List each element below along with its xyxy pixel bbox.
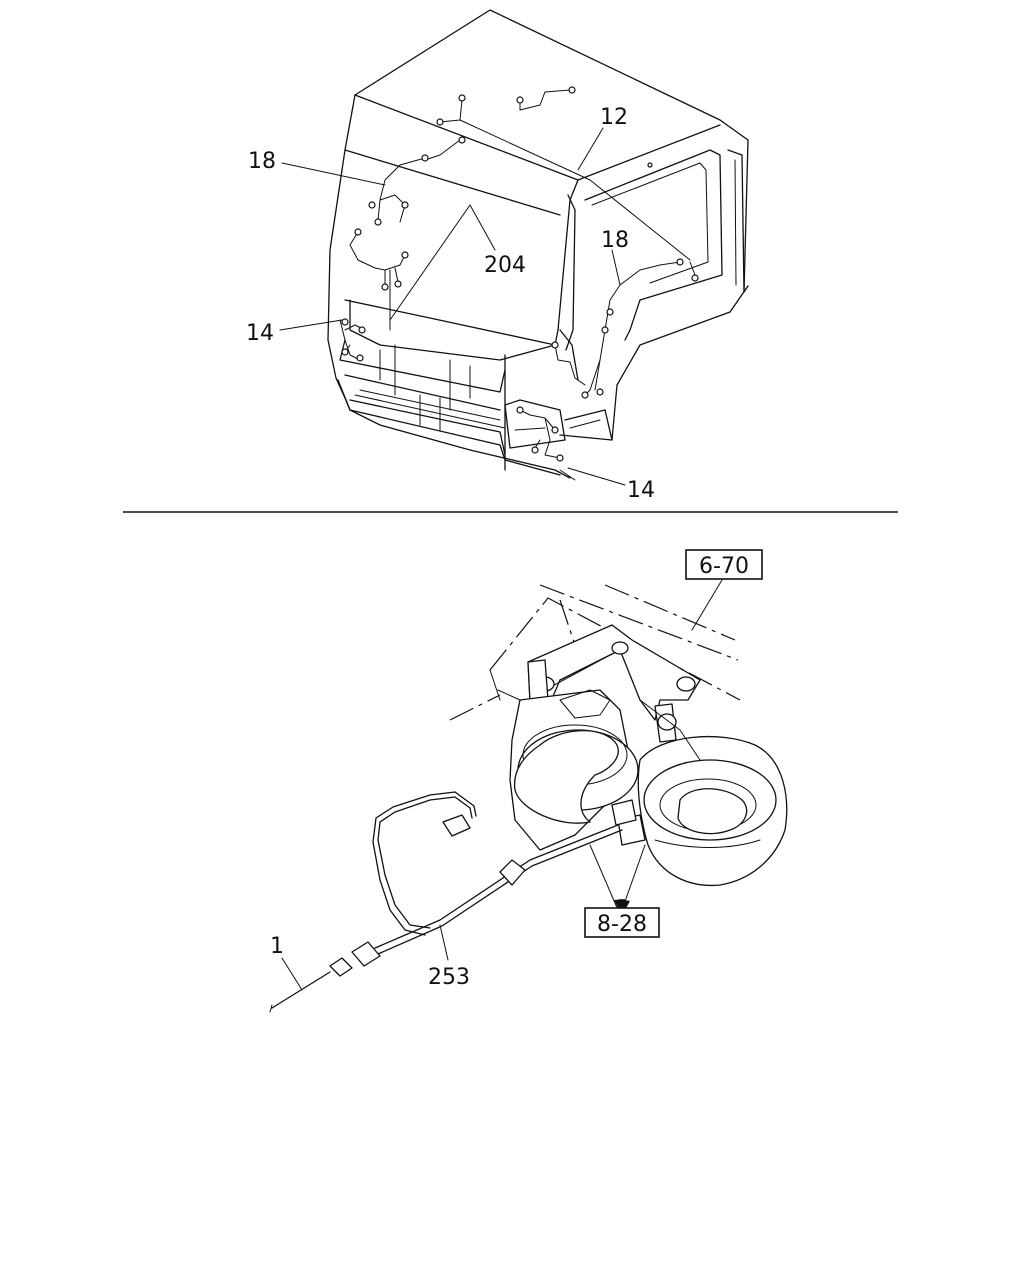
arrow-head-right <box>619 899 630 912</box>
ref-box-6-70[interactable]: 6-70 <box>685 549 763 580</box>
callout-18-right: 18 <box>601 228 629 253</box>
callout-18-left: 18 <box>248 149 276 174</box>
callout-12: 12 <box>600 105 628 130</box>
bottom-leader-lines <box>281 579 723 991</box>
callout-253: 253 <box>428 965 470 990</box>
callout-14-left: 14 <box>246 321 274 346</box>
ref-box-8-28[interactable]: 8-28 <box>584 907 660 938</box>
ref-6-70-label: 6-70 <box>699 554 749 579</box>
horn-wire-harness <box>269 791 623 1013</box>
horn-assembly-illustration <box>449 584 788 887</box>
truck-cab-illustration <box>327 9 749 481</box>
callout-1: 1 <box>270 934 284 959</box>
callout-14-right: 14 <box>627 478 655 503</box>
callout-204: 204 <box>484 253 526 278</box>
ref-8-28-label: 8-28 <box>597 912 647 937</box>
cab-wire-harness <box>339 86 699 462</box>
top-leader-lines <box>279 127 626 486</box>
